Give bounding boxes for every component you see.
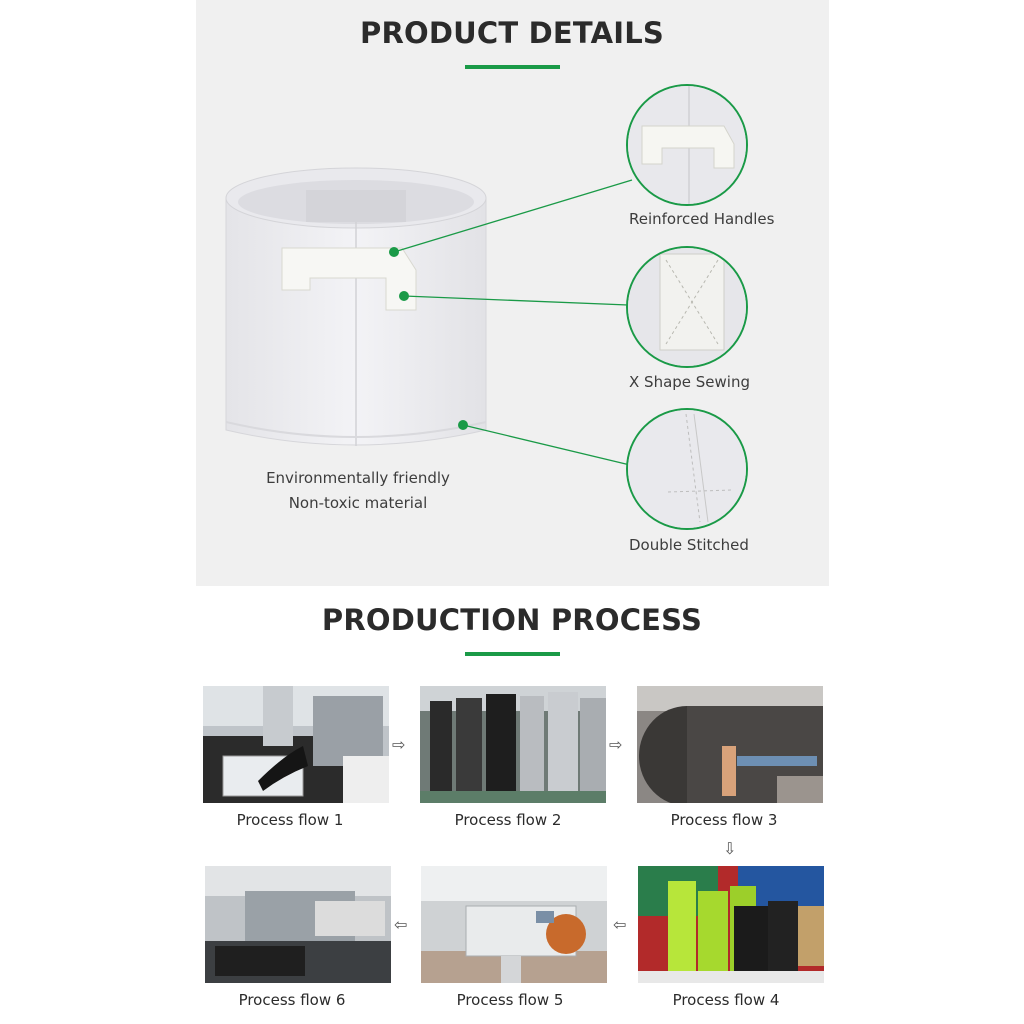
- arrow-down-icon: ⇩: [723, 839, 737, 858]
- process-flow-6-label: Process flow 6: [238, 991, 346, 1009]
- process-flow-4-label: Process flow 4: [672, 991, 780, 1009]
- production-process-title: PRODUCTION PROCESS: [321, 603, 703, 637]
- product-details-title: PRODUCT DETAILS: [359, 16, 665, 50]
- grow-bag-image: [225, 167, 487, 446]
- reinforced-handles-closeup: [626, 84, 748, 206]
- x-shape-sewing-closeup: [626, 246, 748, 368]
- material-line-1: Environmentally friendly: [266, 469, 450, 487]
- arrow-left-icon: ⇦: [394, 915, 408, 934]
- process-flow-1-label: Process flow 1: [236, 811, 344, 829]
- double-stitched-closeup: [626, 408, 748, 530]
- process-flow-3-label: Process flow 3: [670, 811, 778, 829]
- double-stitched-label: Double Stitched: [629, 536, 749, 554]
- process-flow-2-photo: [420, 686, 606, 803]
- process-flow-5-label: Process flow 5: [456, 991, 564, 1009]
- callout-connectors: [389, 179, 633, 466]
- reinforced-handles-label: Reinforced Handles: [629, 210, 775, 228]
- process-flow-6-photo: [205, 866, 391, 983]
- process-flow-4-photo: [638, 866, 824, 983]
- product-details-title-underline: [465, 65, 560, 69]
- x-shape-sewing-label: X Shape Sewing: [629, 373, 750, 391]
- arrow-right-icon: ⇨: [392, 735, 406, 754]
- material-description: Environmentally friendly Non-toxic mater…: [226, 466, 490, 516]
- arrow-right-icon: ⇨: [609, 735, 623, 754]
- process-flow-1-photo: [203, 686, 389, 803]
- arrow-left-icon: ⇦: [613, 915, 627, 934]
- process-flow-3-photo: [637, 686, 823, 803]
- material-line-2: Non-toxic material: [288, 494, 428, 512]
- production-process-title-underline: [465, 652, 560, 656]
- process-flow-5-photo: [421, 866, 607, 983]
- process-flow-2-label: Process flow 2: [454, 811, 562, 829]
